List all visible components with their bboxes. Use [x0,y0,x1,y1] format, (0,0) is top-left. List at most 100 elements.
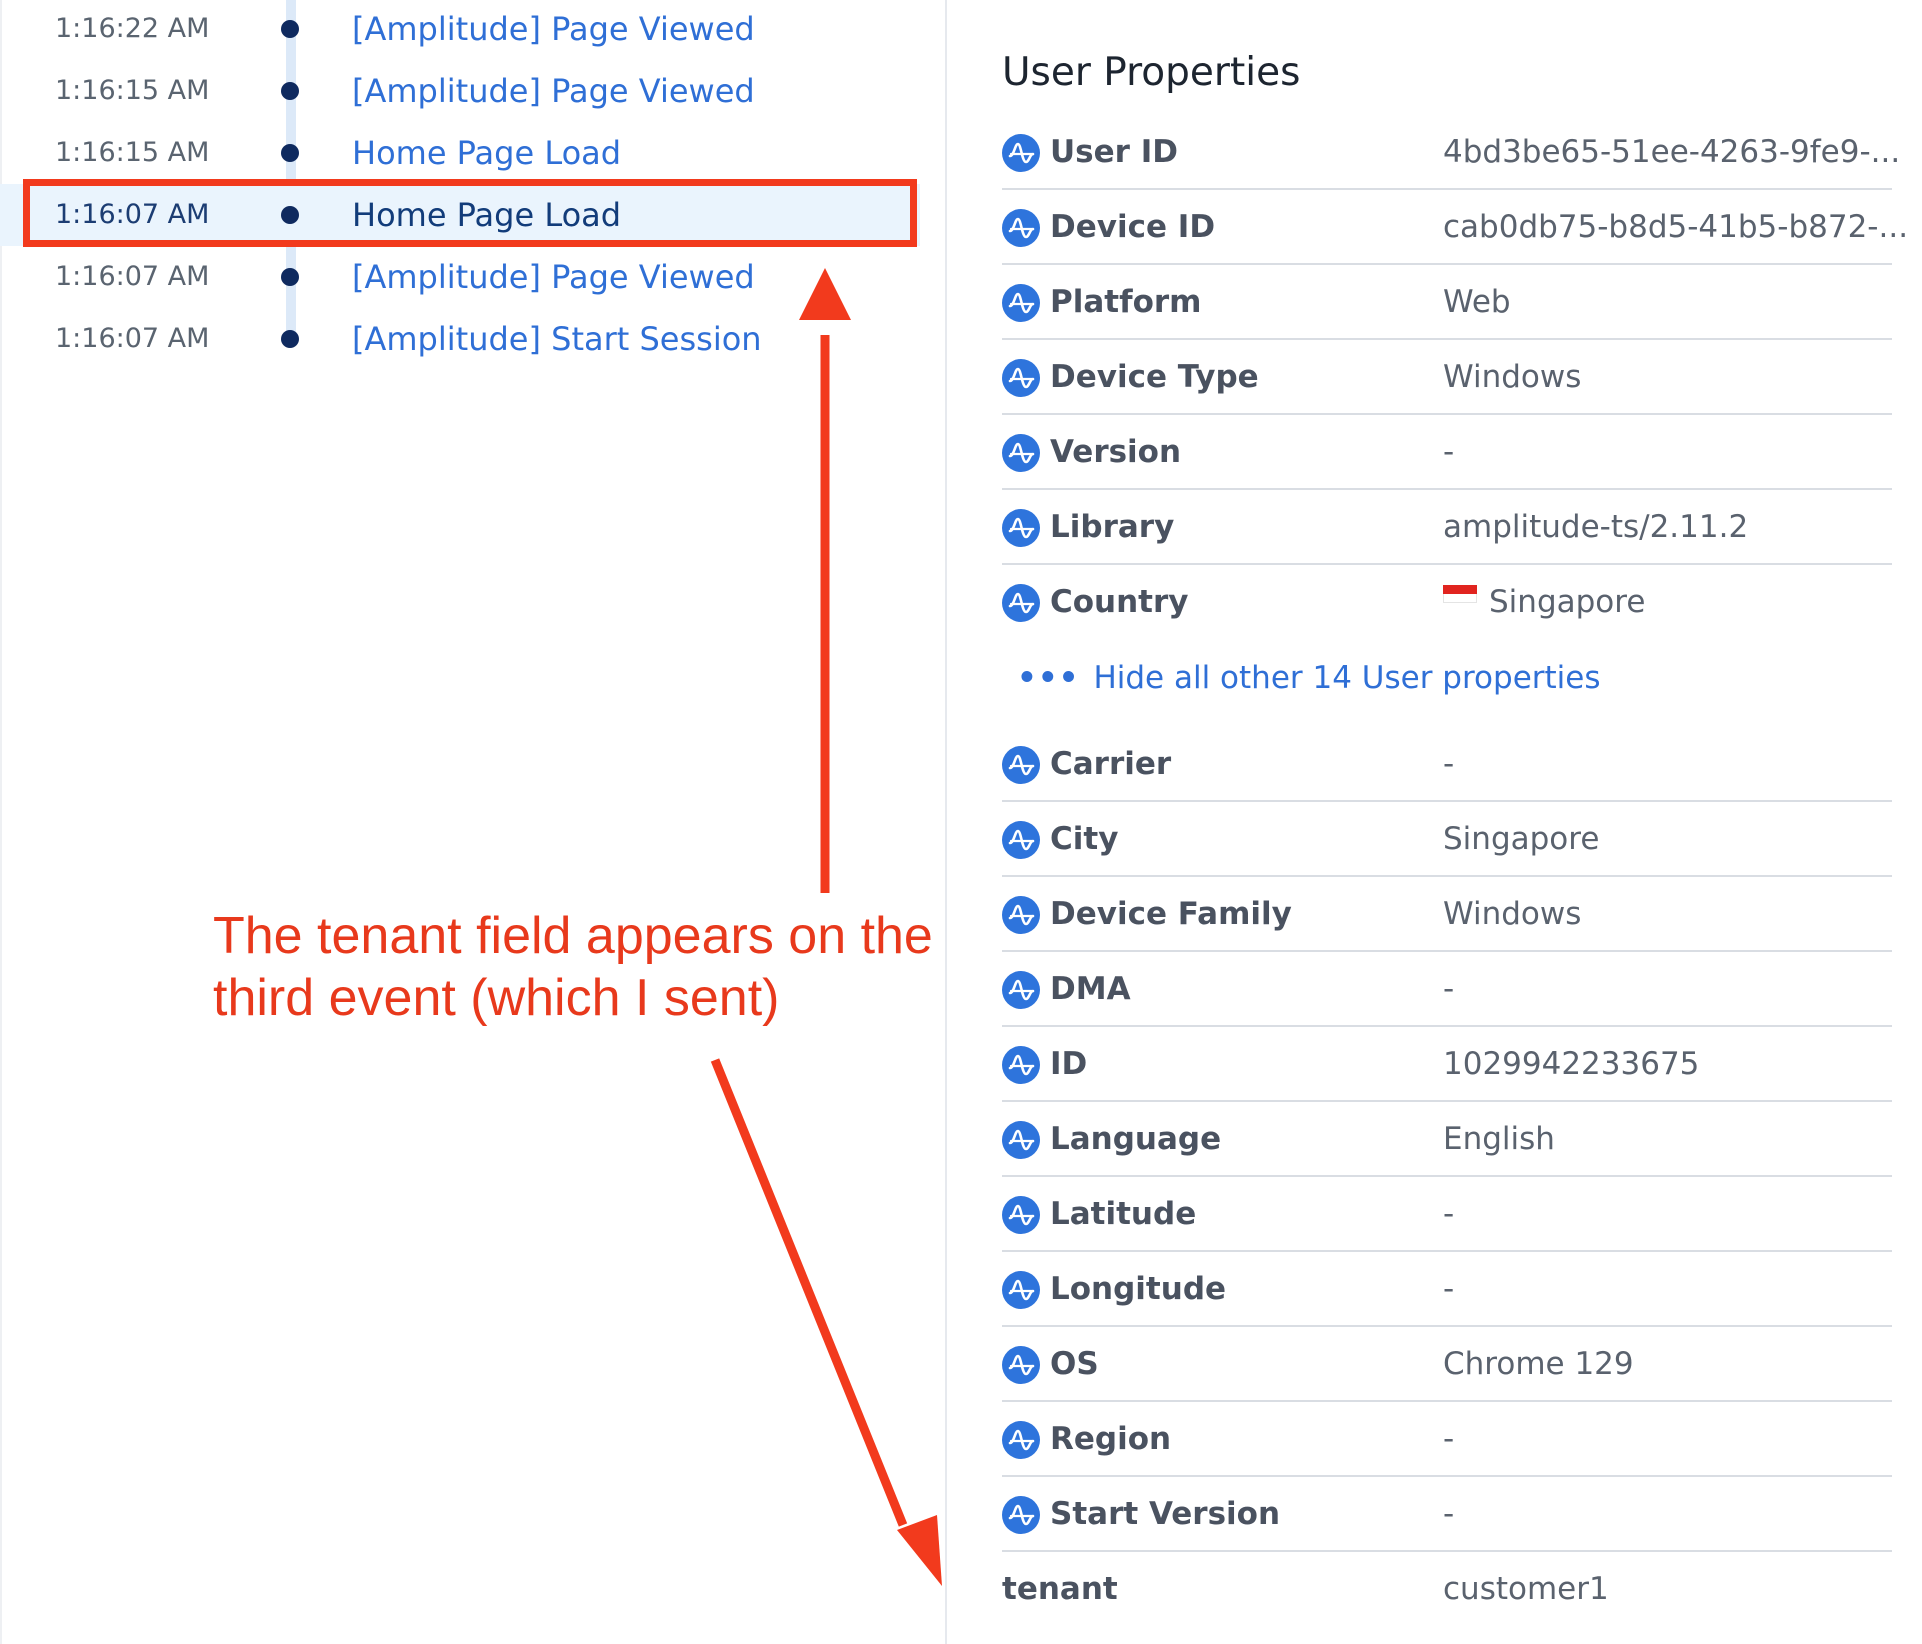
property-label: DMA [1050,971,1131,1007]
property-value: Web [1443,284,1511,320]
property-label: Region [1050,1421,1172,1457]
event-time: 1:16:07 AM [55,261,210,292]
property-row-language: Language English [1002,1102,1892,1177]
property-row-id: ID 1029942233675 [1002,1027,1892,1102]
down-arrow-head-icon [897,1515,942,1586]
property-label: Device ID [1050,209,1216,245]
property-value: amplitude-ts/2.11.2 [1443,509,1749,545]
hide-other-properties-link[interactable]: •••Hide all other 14 User properties [1017,648,1601,708]
event-name-link[interactable]: [Amplitude] Start Session [352,320,762,358]
property-label: Version [1050,434,1182,470]
event-row[interactable]: 1:16:07 AM [Amplitude] Start Session [0,308,920,370]
property-row-platform: Platform Web [1002,265,1892,340]
amplitude-icon [1002,209,1040,247]
property-row-region: Region - [1002,1402,1892,1477]
event-row[interactable]: 1:16:22 AM [Amplitude] Page Viewed [0,0,920,60]
section-title: User Properties [1002,50,1301,95]
property-value: customer1 [1443,1571,1609,1607]
event-row-selected[interactable]: 1:16:07 AM Home Page Load [0,184,920,246]
event-time: 1:16:22 AM [55,13,210,44]
timeline-dot-icon [281,20,299,38]
amplitude-icon [1002,1346,1040,1384]
property-label: City [1050,821,1119,857]
event-time: 1:16:07 AM [55,199,210,230]
property-label: Library [1050,509,1175,545]
highlight-box [23,179,917,247]
timeline-dot-icon [281,82,299,100]
timeline-dot-icon [281,268,299,286]
property-value: - [1443,746,1455,782]
event-name-link[interactable]: [Amplitude] Page Viewed [352,72,755,110]
property-label: Device Type [1050,359,1259,395]
panel-edge [0,0,2,1644]
property-value: Singapore [1489,584,1646,620]
property-value: - [1443,971,1455,1007]
event-row[interactable]: 1:16:15 AM [Amplitude] Page Viewed [0,60,920,122]
property-label: OS [1050,1346,1099,1382]
timeline-dot-icon [281,144,299,162]
property-value: - [1443,1271,1455,1307]
event-name-link[interactable]: Home Page Load [352,134,622,172]
amplitude-icon [1002,1496,1040,1534]
amplitude-icon [1002,1046,1040,1084]
amplitude-icon [1002,1271,1040,1309]
property-row-device-family: Device Family Windows [1002,877,1892,952]
timeline-dot-icon [281,330,299,348]
amplitude-icon [1002,434,1040,472]
property-value: cab0db75-b8d5-41b5-b872-... [1443,209,1909,245]
property-label: Device Family [1050,896,1292,932]
event-name-link[interactable]: Home Page Load [352,196,622,234]
property-value: - [1443,434,1455,470]
property-value: - [1443,1421,1455,1457]
property-row-library: Library amplitude-ts/2.11.2 [1002,490,1892,565]
property-row-carrier: Carrier - [1002,727,1892,802]
toggle-link-label: Hide all other 14 User properties [1093,660,1601,696]
property-label: ID [1050,1046,1088,1082]
property-label: Carrier [1050,746,1172,782]
property-value: 4bd3be65-51ee-4263-9fe9-... [1443,134,1901,170]
event-row[interactable]: 1:16:07 AM [Amplitude] Page Viewed [0,246,920,308]
property-value: Windows [1443,359,1582,395]
event-time: 1:16:07 AM [55,323,210,354]
user-properties-panel: User Properties User ID 4bd3be65-51ee-42… [947,0,1922,1644]
amplitude-icon [1002,896,1040,934]
property-value-with-flag: Singapore [1443,565,1645,640]
property-row-os: OS Chrome 129 [1002,1327,1892,1402]
property-label: User ID [1050,134,1178,170]
property-value: - [1443,1496,1455,1532]
property-label: tenant [1002,1571,1118,1607]
property-row-device-id: Device ID cab0db75-b8d5-41b5-b872-... [1002,190,1908,265]
property-value: Singapore [1443,821,1600,857]
amplitude-icon [1002,584,1040,622]
property-row-device-type: Device Type Windows [1002,340,1892,415]
event-time: 1:16:15 AM [55,137,210,168]
event-row[interactable]: 1:16:15 AM Home Page Load [0,122,920,184]
property-value: 1029942233675 [1443,1046,1700,1082]
property-value: Windows [1443,896,1582,932]
amplitude-icon [1002,821,1040,859]
amplitude-icon [1002,971,1040,1009]
property-label: Latitude [1050,1196,1197,1232]
timeline-dot-icon [281,206,299,224]
annotation-text: The tenant field appears on the third ev… [213,907,933,1027]
property-label: Start Version [1050,1496,1281,1532]
amplitude-icon [1002,359,1040,397]
property-row-latitude: Latitude - [1002,1177,1892,1252]
amplitude-icon [1002,134,1040,172]
amplitude-icon [1002,1196,1040,1234]
event-name-link[interactable]: [Amplitude] Page Viewed [352,258,755,296]
property-value: English [1443,1121,1555,1157]
property-label: Longitude [1050,1271,1227,1307]
property-row-dma: DMA - [1002,952,1892,1027]
property-row-version: Version - [1002,415,1892,490]
property-row-tenant: tenant customer1 [1002,1552,1892,1627]
amplitude-icon [1002,746,1040,784]
amplitude-icon [1002,1121,1040,1159]
property-value: Chrome 129 [1443,1346,1634,1382]
event-name-link[interactable]: [Amplitude] Page Viewed [352,10,755,48]
property-label: Country [1050,584,1189,620]
property-row-city: City Singapore [1002,802,1892,877]
property-label: Platform [1050,284,1202,320]
property-row-country: Country Singapore [1002,565,1892,640]
event-stream-panel: 1:16:22 AM [Amplitude] Page Viewed 1:16:… [0,0,945,1644]
